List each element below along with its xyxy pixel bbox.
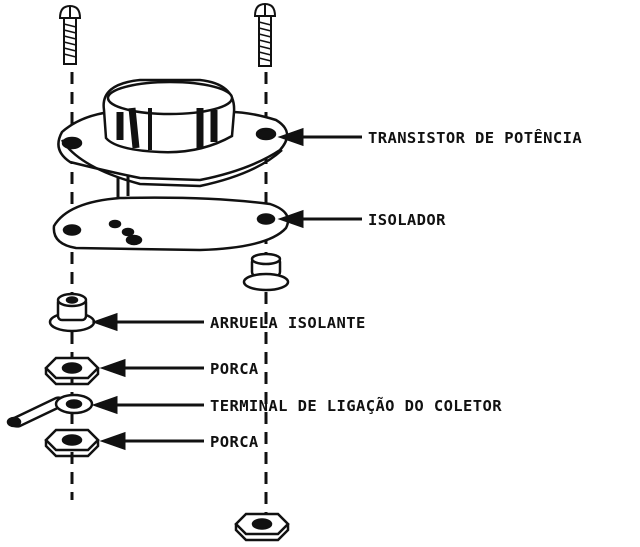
insulator bbox=[52, 196, 290, 252]
label-arruela-isolante: ARRUELA ISOLANTE bbox=[210, 314, 366, 332]
label-isolador: ISOLADOR bbox=[368, 211, 446, 229]
right-bottom-nut bbox=[234, 512, 290, 542]
label-transistor: TRANSISTOR DE POTÊNCIA bbox=[368, 128, 582, 147]
collector-terminal bbox=[6, 393, 94, 428]
nut-2 bbox=[44, 428, 100, 458]
right-screw bbox=[253, 2, 277, 67]
left-screw bbox=[58, 4, 82, 65]
left-insulating-washer bbox=[48, 292, 96, 333]
nut-1 bbox=[44, 356, 100, 386]
label-porca-1: PORCA bbox=[210, 360, 259, 378]
label-porca-2: PORCA bbox=[210, 433, 259, 451]
power-transistor bbox=[57, 78, 289, 200]
label-terminal: TERMINAL DE LIGAÇÃO DO COLETOR bbox=[210, 396, 502, 415]
leader-lines bbox=[91, 127, 362, 451]
right-insulating-washer bbox=[242, 252, 290, 292]
